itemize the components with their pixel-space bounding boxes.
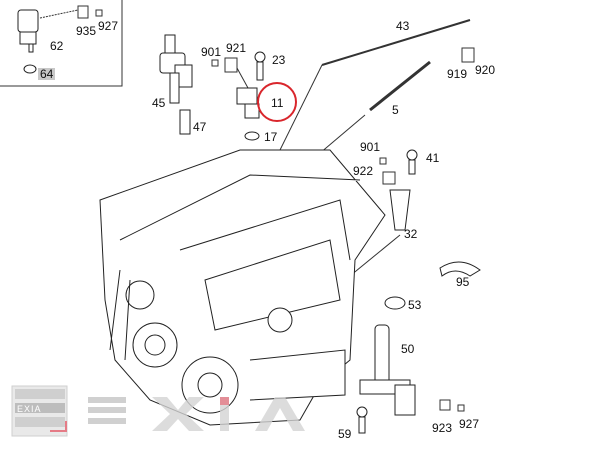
seal-ring-64: [23, 64, 37, 74]
sensor-50: [359, 324, 416, 416]
glow-plug-5: [369, 60, 431, 112]
watermark-i: [220, 397, 229, 431]
inset-frame: [0, 0, 123, 87]
label-59[interactable]: 59: [338, 427, 352, 441]
clip-95: [439, 261, 481, 277]
label-17[interactable]: 17: [264, 130, 278, 144]
sensor-32: [389, 189, 411, 231]
bolt-23: [254, 51, 266, 81]
pressure-sensor-62: [17, 9, 39, 53]
label-50[interactable]: 50: [401, 342, 415, 356]
watermark-x: [152, 397, 204, 431]
label-927[interactable]: 927: [98, 19, 119, 33]
label-927-b[interactable]: 927: [459, 417, 480, 431]
pin-927: [95, 9, 103, 17]
label-32[interactable]: 32: [404, 227, 418, 241]
label-53[interactable]: 53: [408, 298, 422, 312]
watermark-a: [255, 397, 305, 431]
label-920[interactable]: 920: [475, 63, 496, 77]
label-901-b[interactable]: 901: [360, 140, 381, 154]
label-921[interactable]: 921: [226, 41, 247, 55]
cable-43: [321, 19, 471, 66]
label-43[interactable]: 43: [396, 19, 410, 33]
connector-919: [461, 47, 475, 63]
connector-935: [77, 5, 89, 19]
bolt-59: [356, 406, 368, 434]
label-923[interactable]: 923: [432, 421, 453, 435]
label-11[interactable]: 11: [271, 96, 284, 110]
engine-block: [99, 149, 386, 426]
seal-17: [244, 131, 260, 141]
label-41[interactable]: 41: [426, 151, 440, 165]
seal-53: [384, 296, 406, 310]
label-5[interactable]: 5: [392, 103, 399, 117]
label-922[interactable]: 922: [353, 164, 374, 178]
label-919[interactable]: 919: [447, 67, 468, 81]
label-47[interactable]: 47: [193, 120, 207, 134]
valve-45: [159, 34, 193, 104]
label-95[interactable]: 95: [456, 275, 470, 289]
label-62[interactable]: 62: [50, 39, 64, 53]
label-64[interactable]: 64: [38, 67, 56, 81]
label-45[interactable]: 45: [152, 96, 166, 110]
sensor-11: [236, 87, 260, 119]
watermark-logo-text: EXIA: [17, 404, 42, 414]
sleeve-47: [179, 109, 191, 135]
label-23[interactable]: 23: [272, 53, 286, 67]
highlight-circle: [257, 82, 297, 122]
label-935[interactable]: 935: [76, 24, 97, 38]
label-901[interactable]: 901: [201, 45, 222, 59]
watermark-logo: [11, 385, 305, 437]
